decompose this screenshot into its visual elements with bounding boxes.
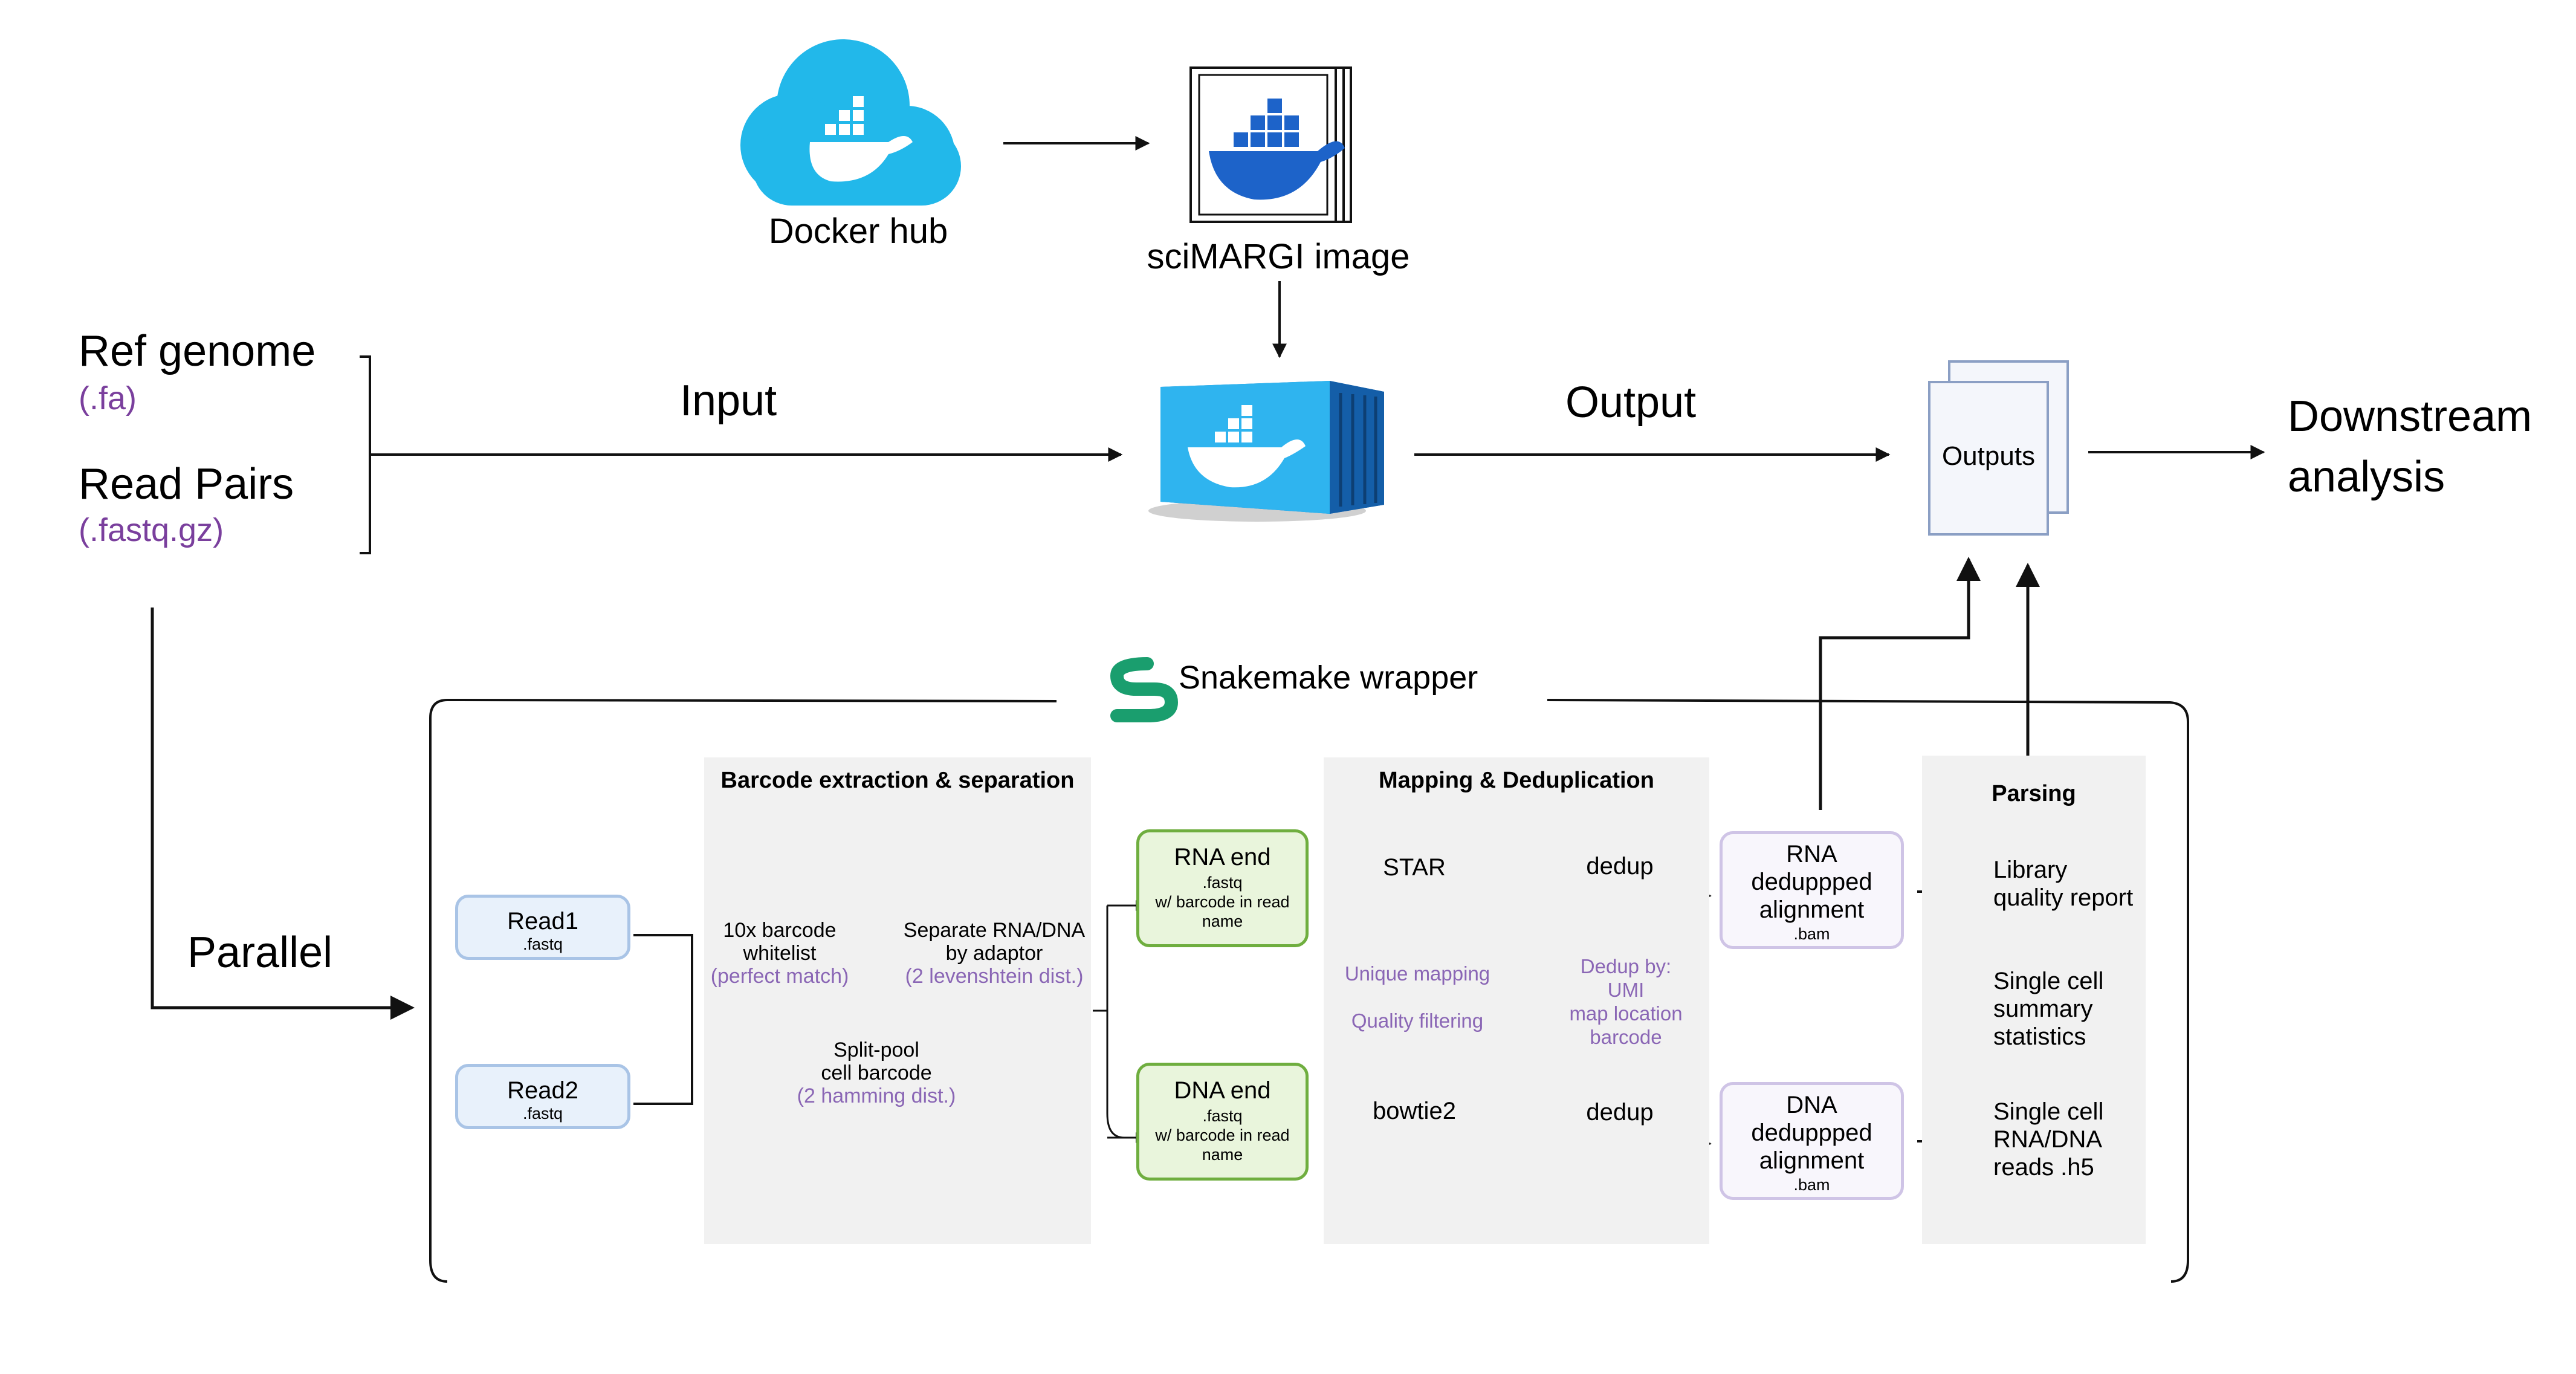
whitelist-l2: whitelist (743, 942, 817, 965)
dna-end-title: DNA end (1174, 1077, 1271, 1104)
rna-end-l2: name (1202, 912, 1243, 930)
dedup-barcode-label: barcode (1590, 1026, 1662, 1048)
read-pairs-ext: (.fastq.gz) (79, 512, 224, 548)
dedup-umi-label: UMI (1607, 979, 1645, 1001)
dna-end-box: DNA end .fastq w/ barcode in read name (1136, 1063, 1309, 1181)
parallel-label: Parallel (187, 928, 333, 977)
image-label: sciMARGI image (1147, 237, 1410, 276)
read1-box: Read1 .fastq (455, 895, 630, 960)
analysis-label: analysis (2288, 453, 2445, 501)
parsing-item3-l1: Single cell (1993, 1098, 2104, 1125)
read-pairs-label: Read Pairs (79, 460, 294, 508)
wrapper-title: Snakemake wrapper (1179, 659, 1478, 696)
docker-container-icon (1148, 381, 1384, 522)
rna-alignment-ext: .bam (1793, 925, 1830, 943)
rna-alignment-box: RNA deduppped alignment .bam (1720, 831, 1904, 949)
parsing-item1-l1: Library (1993, 857, 2068, 883)
output-label: Output (1565, 378, 1697, 427)
unique-mapping-label: Unique mapping (1344, 962, 1490, 985)
parsing-item3-l2: RNA/DNA (1993, 1126, 2103, 1153)
dna-alignment-l3: alignment (1759, 1147, 1865, 1174)
wrapper-right-bracket (1547, 699, 2189, 1283)
rna-alignment-l3: alignment (1759, 896, 1865, 923)
barcode-title: Barcode extraction & separation (720, 768, 1075, 793)
dedup-map-label: map location (1569, 1002, 1683, 1025)
arrow-parallel (150, 608, 415, 1020)
ref-genome-ext: (.fa) (79, 380, 137, 416)
snakemake-logo-icon (1110, 657, 1179, 722)
whitelist-l1: 10x barcode (723, 919, 837, 942)
separate-l1: Separate RNA/DNA (903, 919, 1086, 942)
dna-alignment-box: DNA deduppped alignment .bam (1720, 1082, 1904, 1200)
read2-box: Read2 .fastq (455, 1064, 630, 1129)
dna-alignment-ext: .bam (1793, 1176, 1830, 1194)
parsing-title: Parsing (1992, 781, 2076, 806)
image-stack-icon (1189, 66, 1352, 223)
dedup-rna-label: dedup (1586, 853, 1654, 880)
docker-cloud-icon (740, 39, 961, 206)
barcode-panel (704, 757, 1091, 1244)
rna-end-ext: .fastq (1202, 873, 1243, 892)
read1-ext: .fastq (522, 935, 563, 953)
read2-name: Read2 (507, 1077, 578, 1104)
separate-note: (2 levenshtein dist.) (905, 965, 1084, 988)
dedup-by-label: Dedup by: (1580, 955, 1672, 977)
rna-end-l1: w/ barcode in read (1155, 893, 1290, 911)
docker-hub-label: Docker hub (768, 212, 948, 251)
star-label: STAR (1383, 854, 1446, 881)
parsing-panel (1922, 756, 2146, 1244)
rna-end-box: RNA end .fastq w/ barcode in read name (1136, 829, 1309, 947)
dna-end-l1: w/ barcode in read (1155, 1126, 1290, 1144)
read1-name: Read1 (507, 908, 578, 935)
read2-ext: .fastq (522, 1104, 563, 1123)
rna-end-title: RNA end (1174, 844, 1271, 870)
parsing-item1-l2: quality report (1993, 884, 2134, 911)
mapping-panel (1324, 757, 1709, 1244)
parsing-item2-l3: statistics (1993, 1023, 2086, 1050)
outputs-doc-icon (1928, 360, 2069, 536)
input-bracket (360, 355, 371, 554)
mapping-title: Mapping & Deduplication (1379, 768, 1654, 793)
ref-genome-label: Ref genome (79, 327, 316, 375)
arrow-alignment-to-outputs (1819, 557, 1981, 810)
separate-l2: by adaptor (945, 942, 1043, 965)
reads-merge-line (633, 934, 693, 1105)
parsing-item3-l3: reads .h5 (1993, 1154, 2094, 1181)
parsing-item2-l2: summary (1993, 996, 2093, 1022)
split-l1: Split-pool (833, 1039, 919, 1061)
split-l2: cell barcode (821, 1061, 932, 1084)
input-label: Input (680, 377, 777, 425)
whitelist-note: (perfect match) (710, 965, 849, 988)
downstream-label: Downstream (2288, 392, 2532, 441)
split-note: (2 hamming dist.) (797, 1084, 956, 1107)
dna-alignment-l2: deduppped (1751, 1120, 1872, 1146)
dna-alignment-l1: DNA (1786, 1092, 1837, 1118)
dedup-dna-label: dedup (1586, 1099, 1654, 1126)
outputs-box-label: Outputs (1941, 441, 2036, 471)
quality-filtering-label: Quality filtering (1351, 1009, 1484, 1032)
dna-end-ext: .fastq (1202, 1107, 1243, 1125)
wrapper-left-bracket (429, 698, 1057, 1283)
bowtie2-label: bowtie2 (1373, 1098, 1456, 1124)
rna-alignment-l2: deduppped (1751, 869, 1872, 895)
dna-end-l2: name (1202, 1146, 1243, 1164)
parsing-item2-l1: Single cell (1993, 968, 2104, 994)
rna-alignment-l1: RNA (1786, 841, 1837, 867)
